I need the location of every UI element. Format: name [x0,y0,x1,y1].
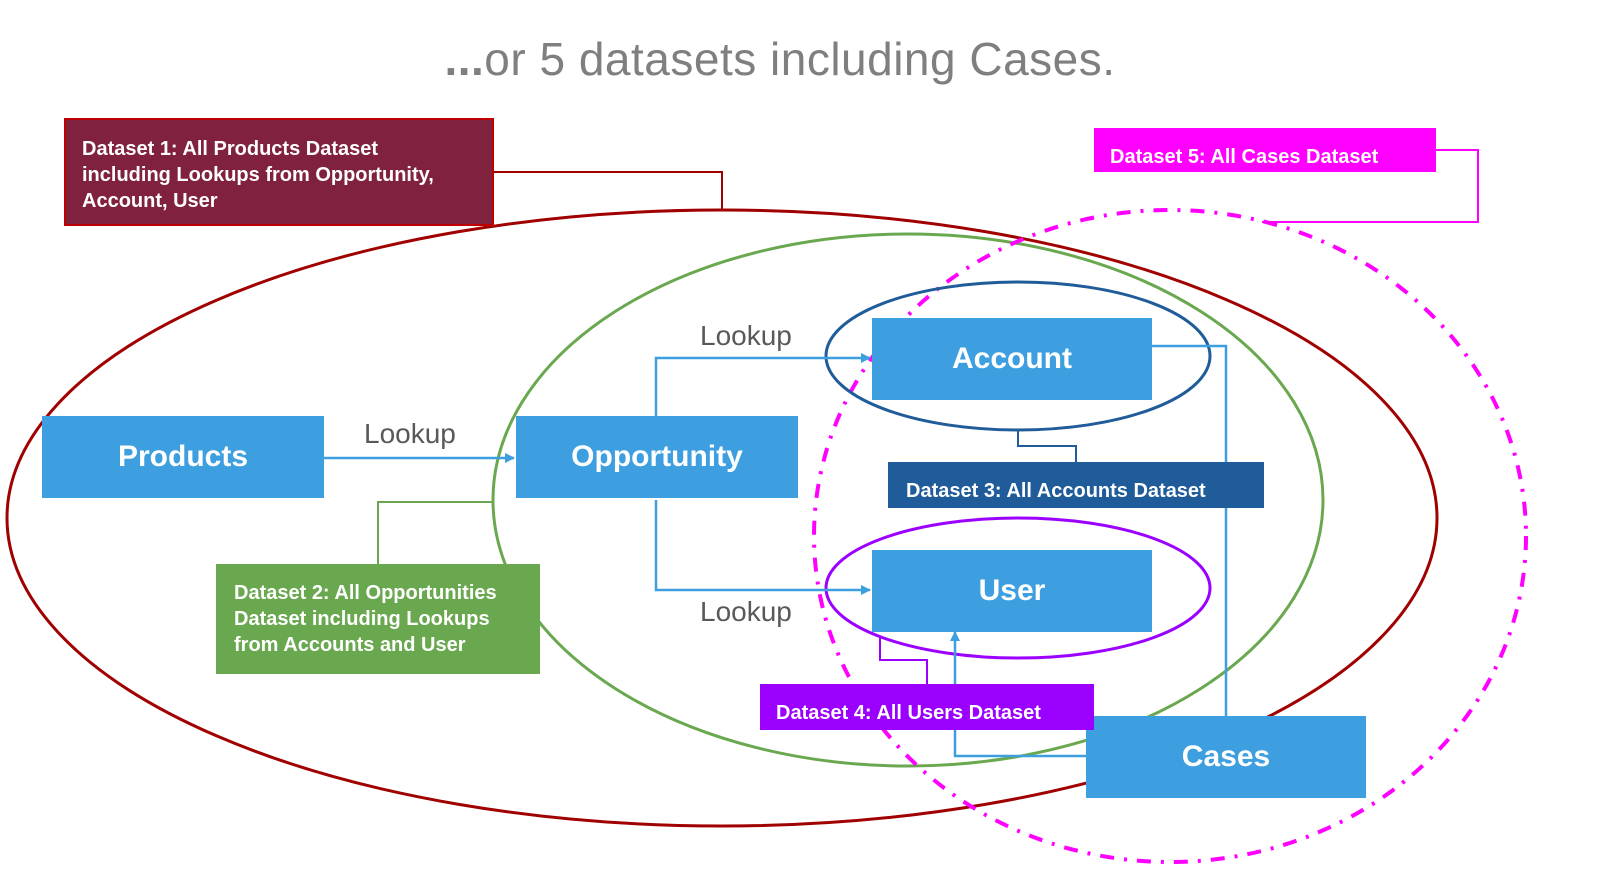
dataset4-boundary [824,516,1212,660]
dataset5-connector [1262,149,1479,223]
dataset2-label: Dataset 2: All Opportunities Dataset inc… [216,564,540,674]
dataset2-boundary [491,232,1325,768]
cases-node: Cases [1086,716,1366,798]
dataset2-connector [377,501,494,564]
user-node: User [872,550,1152,632]
dataset4-connector [879,638,928,684]
title-ellipsis: ... [444,33,485,85]
cases-to-account-line [1152,344,1228,716]
dataset1-connector [494,171,723,210]
page-title: ...or 5 datasets including Cases. [0,32,1560,86]
dataset3-label: Dataset 3: All Accounts Dataset [888,462,1264,508]
cases-to-user-arrow [950,631,1086,758]
dataset4-label: Dataset 4: All Users Dataset [760,684,1094,730]
lookup-label-account: Lookup [700,320,792,351]
account-node: Account [872,318,1152,400]
dataset5-label: Dataset 5: All Cases Dataset [1094,128,1436,172]
dataset1-label: Dataset 1: All Products Dataset includin… [64,118,494,226]
lookup-label-products: Lookup [364,418,456,449]
products-node: Products [42,416,324,498]
lookup-label-user: Lookup [700,596,792,627]
opportunity-node: Opportunity [516,416,798,498]
title-text: or 5 datasets including Cases. [484,33,1116,85]
dataset3-connector [1017,430,1077,462]
opportunity-to-user-arrow [654,500,871,595]
dataset5-boundary [812,208,1528,864]
opportunity-to-account-arrow [654,353,871,416]
